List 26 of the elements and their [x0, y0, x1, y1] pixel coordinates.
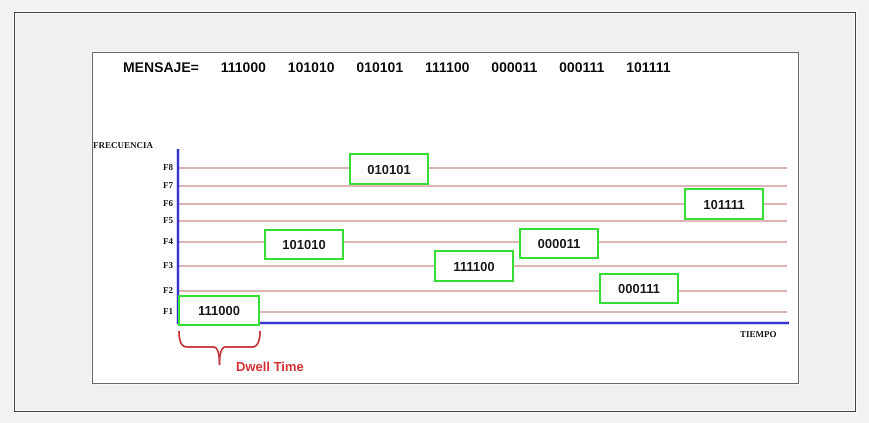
- code-text: 111100: [453, 258, 495, 274]
- frequency-label: F8: [163, 162, 173, 172]
- frequency-label: F3: [163, 260, 173, 270]
- title: MENSAJE= 111000 101010 010101 111100 000011 000111 101111: [123, 59, 671, 75]
- code-box: [684, 188, 764, 220]
- code-text: 000111: [618, 281, 660, 296]
- code-text: 000011: [538, 236, 580, 251]
- axis-title: FRECUENCIA: [93, 140, 154, 150]
- frequency-label: F6: [163, 198, 173, 208]
- dwell-label: Dwell Time: [236, 359, 304, 374]
- frequency-label: F4: [163, 236, 173, 246]
- code-text: 101010: [282, 237, 326, 252]
- code-text: 101111: [703, 196, 745, 212]
- frequency-label: F7: [163, 180, 173, 190]
- code-text: 111000: [198, 303, 240, 318]
- frequency-label: F2: [163, 285, 173, 295]
- code-box: [349, 153, 429, 185]
- code-box: [264, 229, 344, 260]
- axis-title: TIEMPO: [740, 329, 777, 339]
- code-box: [178, 295, 260, 326]
- frequency-label: F5: [163, 215, 173, 225]
- frequency-label: F1: [163, 306, 173, 316]
- code-box: [599, 273, 679, 304]
- code-text: 010101: [367, 162, 411, 176]
- code-box: [519, 228, 599, 259]
- code-box: [434, 250, 514, 282]
